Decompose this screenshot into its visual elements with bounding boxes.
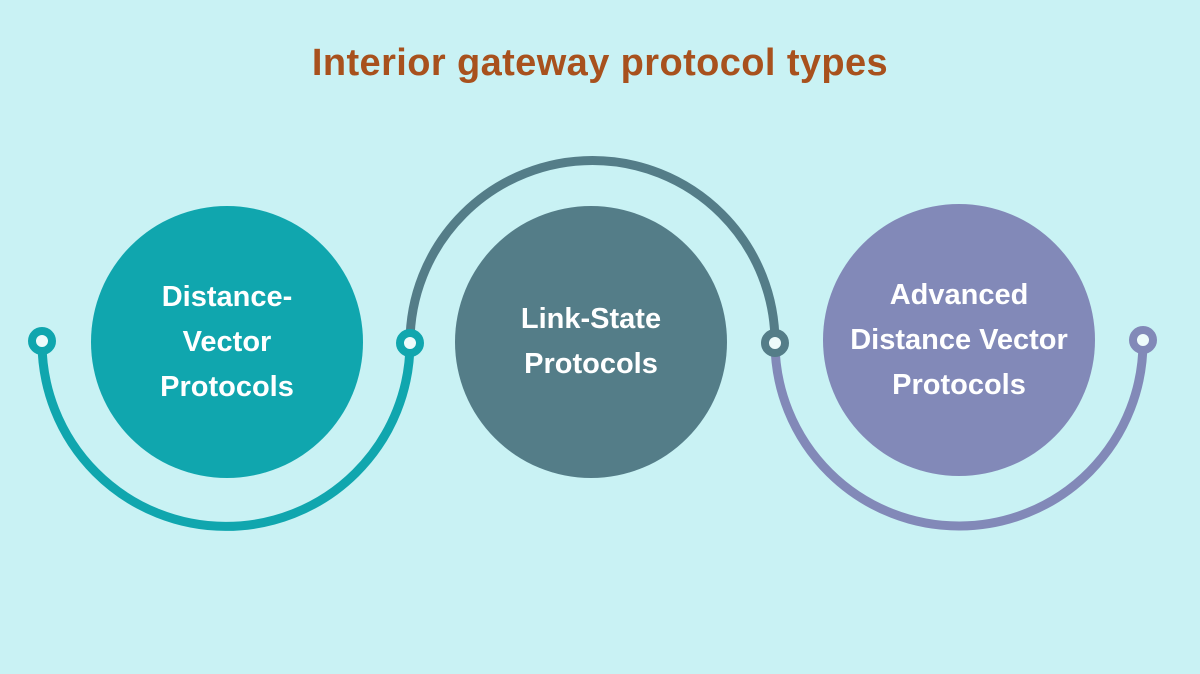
node-label-line: Advanced <box>889 278 1029 311</box>
node-label-line: Protocols <box>160 370 294 403</box>
node-label-line: Link-State <box>520 303 662 335</box>
node-label-line: Protocols <box>892 368 1026 401</box>
node-label-line: Distance- <box>161 280 293 313</box>
teal-connector-arc <box>37 337 415 531</box>
junction-ring-1-icon <box>396 329 424 357</box>
node-distance-vector-protocols: Distance- Vector Protocols <box>91 206 363 478</box>
node-label-line: Vector <box>182 325 272 358</box>
page-title: Interior gateway protocol types <box>311 42 889 84</box>
node-label: Link-State Protocols <box>521 297 661 387</box>
node-label-line: Distance Vector <box>850 323 1068 356</box>
junction-ring-2-icon <box>761 329 789 357</box>
node-label: Advanced Distance Vector Protocols <box>850 273 1068 408</box>
purple-connector-arc <box>770 336 1148 531</box>
right-end-ring-icon <box>1129 326 1157 354</box>
node-label-line: Protocols <box>524 348 658 380</box>
left-end-ring-icon <box>28 327 56 355</box>
node-advanced-distance-vector-protocols: Advanced Distance Vector Protocols <box>823 204 1095 476</box>
node-link-state-protocols: Link-State Protocols <box>455 206 727 478</box>
slate-connector-arc <box>405 156 780 348</box>
node-label: Distance- Vector Protocols <box>160 275 294 410</box>
